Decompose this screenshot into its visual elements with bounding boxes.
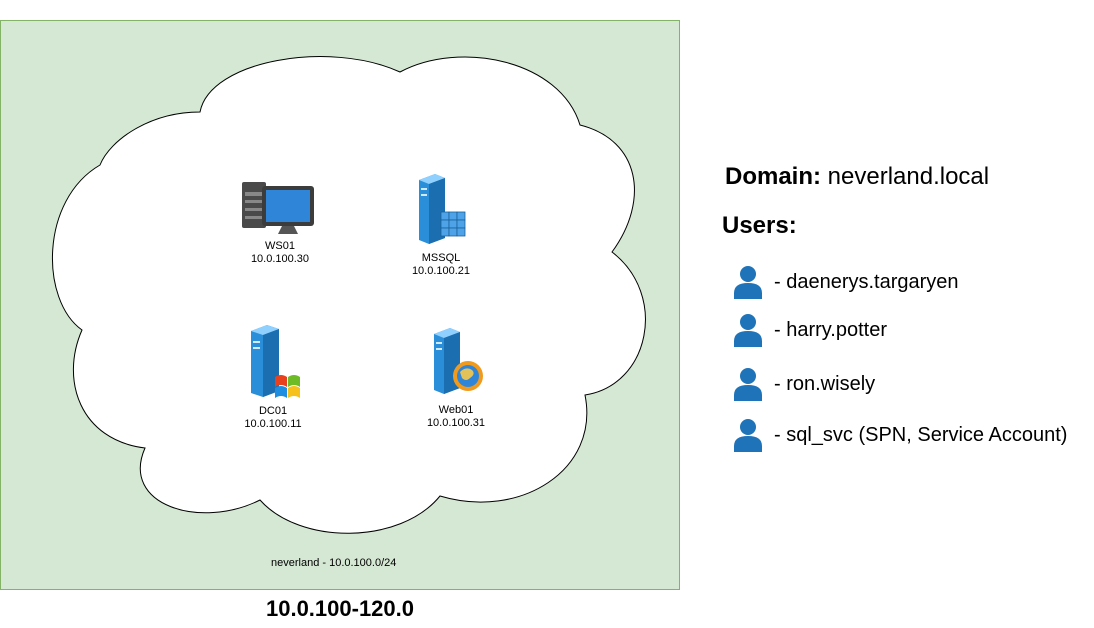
range-label: 10.0.100-120.0 bbox=[265, 596, 415, 621]
user-item: - ron.wisely bbox=[732, 367, 875, 401]
workstation-icon bbox=[242, 182, 314, 234]
node-web01[interactable]: Web01 10.0.100.31 bbox=[412, 324, 500, 430]
domain-label: Domain: bbox=[725, 163, 821, 190]
user-label: - ron.wisely bbox=[774, 372, 876, 395]
users-title: Users: bbox=[722, 212, 797, 239]
user-item: - daenerys.targaryen bbox=[732, 265, 959, 299]
user-icon bbox=[734, 368, 762, 401]
node-name: Web01 bbox=[438, 404, 474, 416]
node-name: WS01 bbox=[265, 240, 295, 252]
user-icon bbox=[734, 314, 762, 347]
user-item: - harry.potter bbox=[732, 313, 887, 347]
user-icon bbox=[734, 266, 762, 299]
database-server-icon bbox=[419, 174, 466, 244]
network-cloud bbox=[51, 56, 646, 534]
node-ip: 10.0.100.31 bbox=[426, 417, 486, 429]
user-item: - sql_svc (SPN, Service Account) bbox=[732, 418, 1067, 452]
node-name: DC01 bbox=[258, 405, 288, 417]
node-ip: 10.0.100.30 bbox=[250, 253, 310, 265]
domain-value: neverland.local bbox=[827, 163, 990, 190]
user-label: - daenerys.targaryen bbox=[774, 270, 959, 293]
node-mssql[interactable]: MSSQL 10.0.100.21 bbox=[400, 168, 482, 278]
user-icon bbox=[734, 419, 762, 452]
node-ip: 10.0.100.11 bbox=[244, 418, 302, 430]
user-label: - sql_svc (SPN, Service Account) bbox=[774, 423, 1068, 446]
windows-server-icon bbox=[251, 325, 300, 398]
node-ws01[interactable]: WS01 10.0.100.30 bbox=[238, 178, 322, 266]
node-name: MSSQL bbox=[421, 252, 461, 264]
domain-line: Domain: neverland.local bbox=[725, 163, 989, 191]
subnet-label: neverland - 10.0.100.0/24 bbox=[271, 557, 397, 569]
user-label: - harry.potter bbox=[774, 318, 887, 341]
node-ip: 10.0.100.21 bbox=[411, 265, 471, 277]
web-server-icon bbox=[434, 328, 483, 394]
node-dc01[interactable]: DC01 10.0.100.11 bbox=[232, 321, 314, 431]
